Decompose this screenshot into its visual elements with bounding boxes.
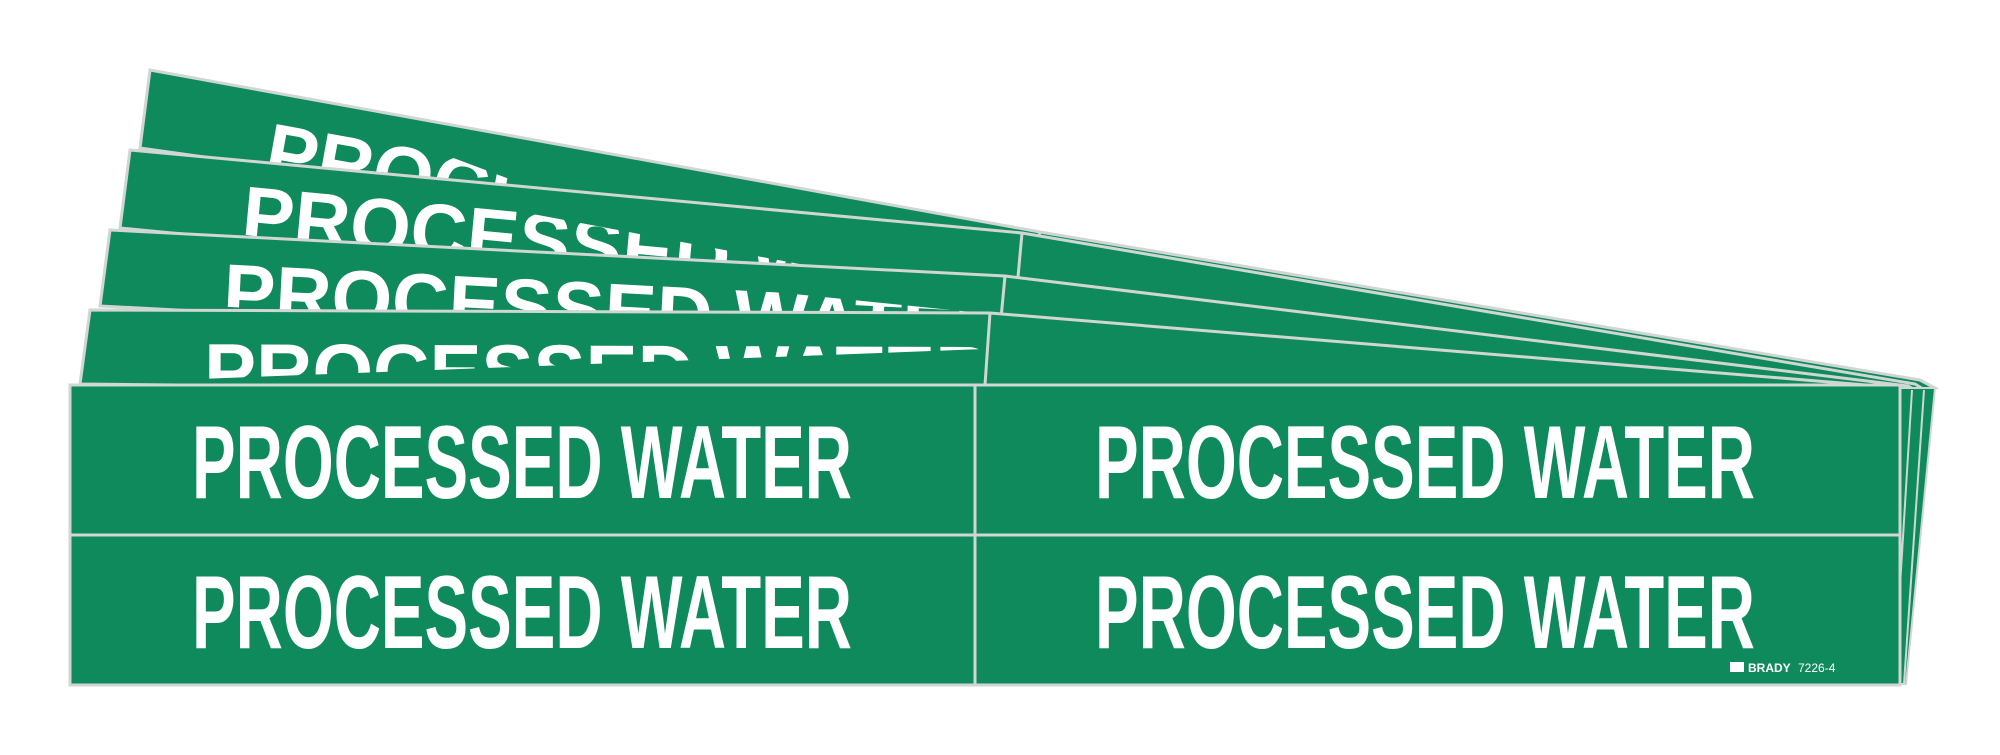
marker-bottom-right-label: PROCESSED WATER bbox=[1095, 555, 1755, 671]
marker-top-right-label: PROCESSED WATER bbox=[1095, 405, 1755, 521]
brand-logo-icon bbox=[1730, 662, 1744, 672]
fanned-card-4: PROCESSED WATER bbox=[78, 308, 1921, 404]
marker-top-left-label: PROCESSED WATER bbox=[192, 405, 852, 521]
brand-name: BRADY bbox=[1748, 661, 1791, 675]
marker-bottom-left-label: PROCESSED WATER bbox=[192, 555, 852, 671]
part-number: 7226-4 bbox=[1798, 661, 1836, 675]
front-card: PROCESSED WATER PROCESSED WATER PROCESSE… bbox=[68, 383, 1902, 687]
